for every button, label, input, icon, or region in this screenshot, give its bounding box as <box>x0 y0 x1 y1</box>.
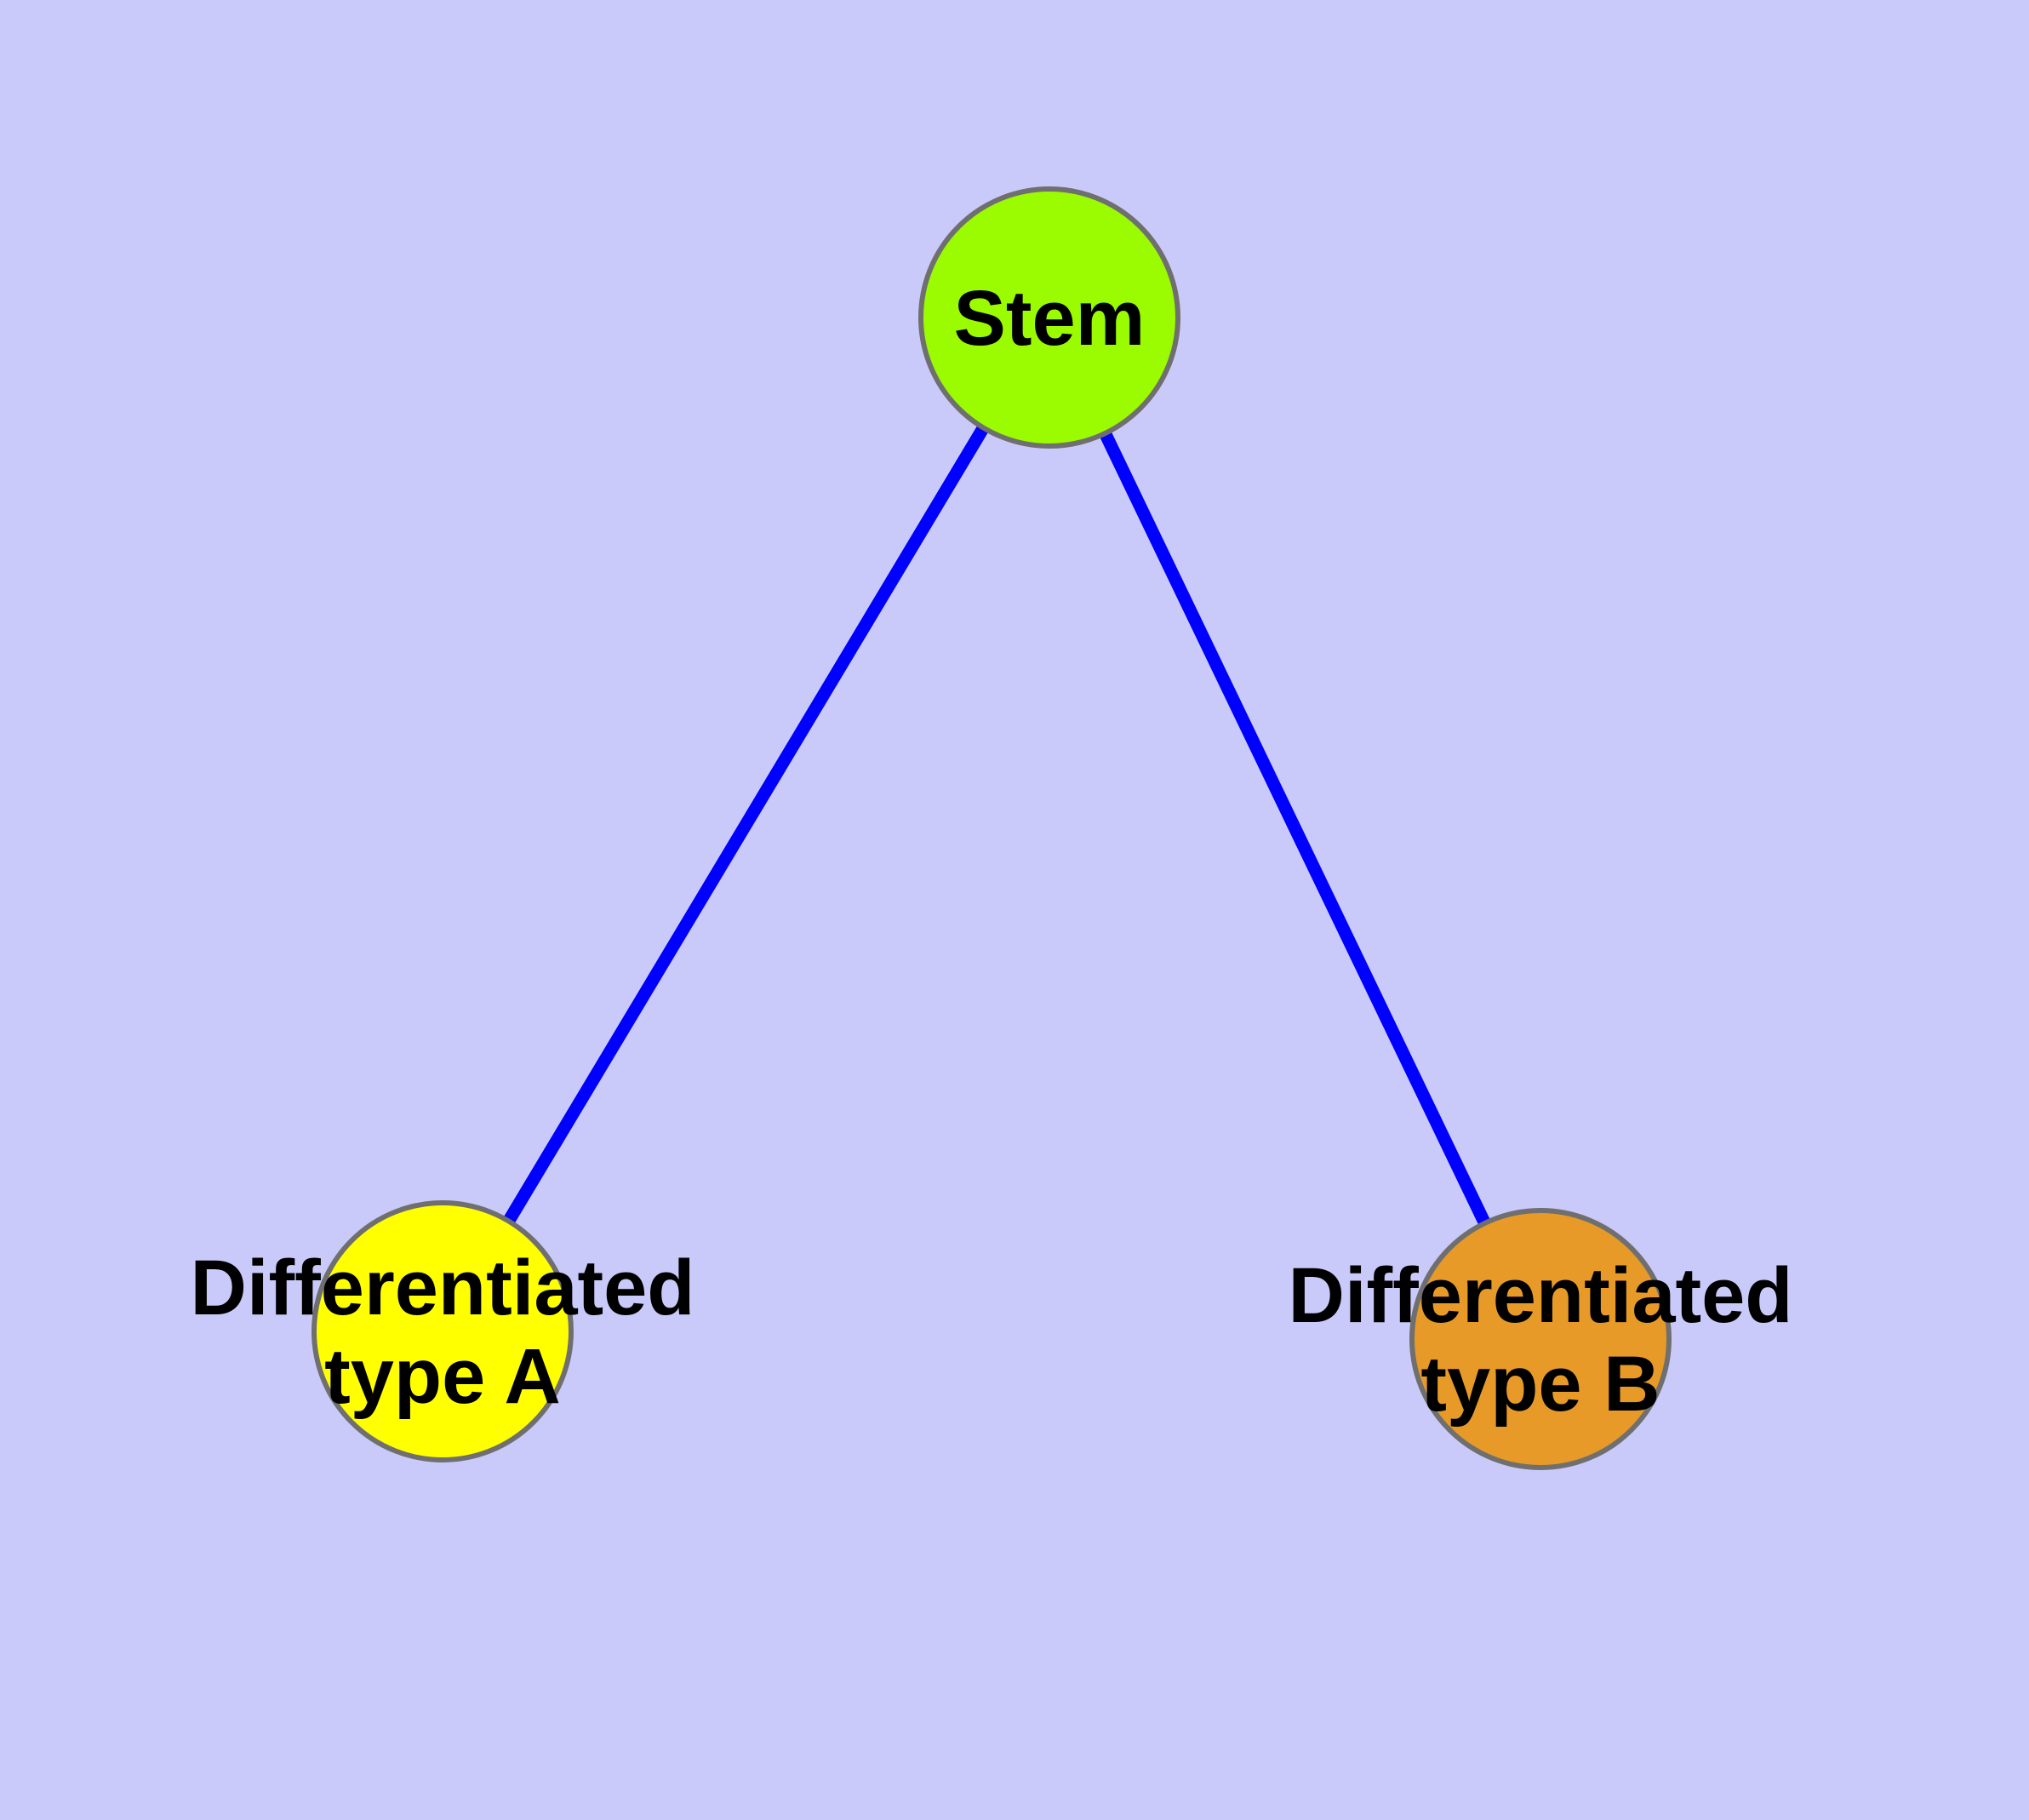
edge-stem-to-differentiated-type-b <box>1043 314 1546 1342</box>
node-stem-label: Stem <box>954 275 1146 362</box>
edge-stem-to-differentiated-type-a <box>437 314 1055 1335</box>
node-differentiated-type-a-circle <box>311 1200 574 1462</box>
node-layer <box>311 186 1672 1470</box>
node-stem-circle <box>918 186 1180 449</box>
edge-layer <box>437 314 1546 1342</box>
node-differentiated-type-b-circle <box>1409 1208 1672 1470</box>
